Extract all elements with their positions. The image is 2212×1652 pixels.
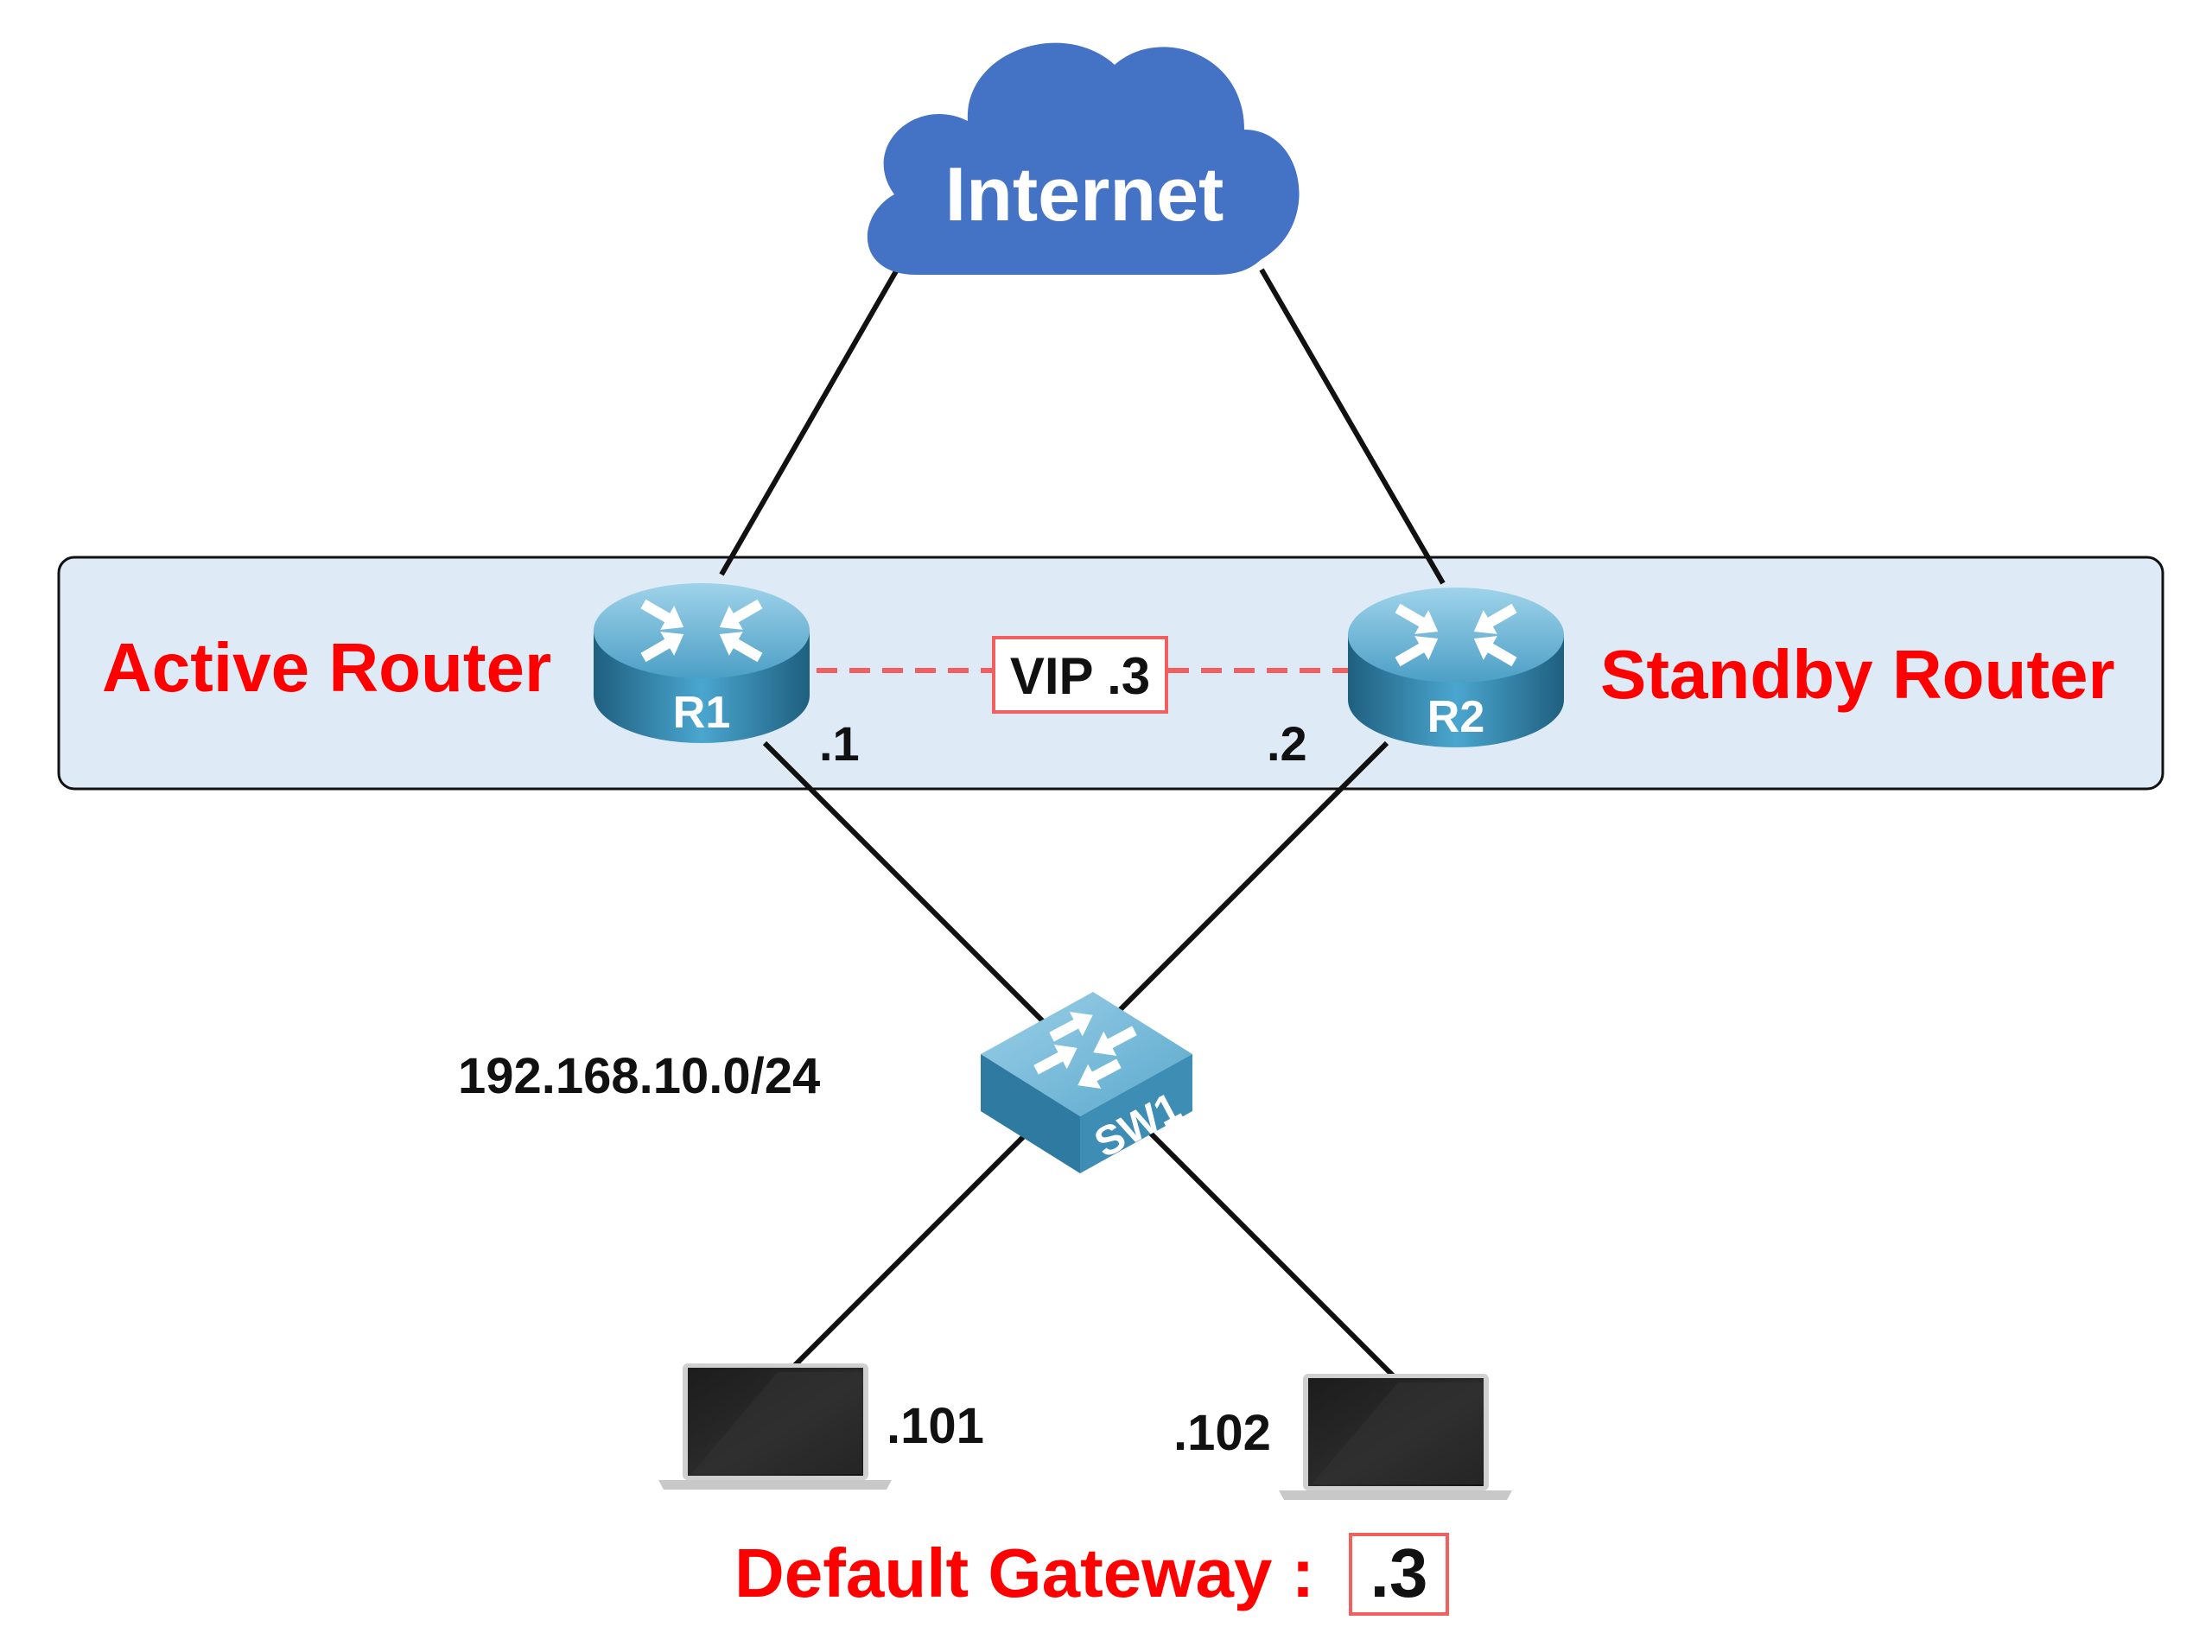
internet-cloud-icon: Internet	[867, 42, 1300, 276]
r2-ip-label: .2	[1267, 716, 1307, 771]
link-internet-r1	[719, 257, 906, 576]
host2-ip-label: .102	[1173, 1405, 1271, 1461]
link-r2-sw1	[1112, 740, 1389, 1018]
default-gateway-label: Default Gateway :	[734, 1534, 1314, 1611]
link-internet-r2	[1259, 268, 1446, 585]
router-r1-name: R1	[673, 688, 730, 738]
host1-ip-label: .101	[887, 1398, 984, 1454]
standby-router-label: Standby Router	[1600, 636, 2115, 713]
link-r1-sw1	[762, 740, 1052, 1031]
vip-box	[992, 636, 1168, 714]
router-r2-icon: R2	[1348, 588, 1564, 747]
gateway-value-box	[1349, 1533, 1449, 1616]
link-sw1-host2	[1147, 1129, 1398, 1381]
r1-ip-label: .1	[819, 716, 860, 771]
link-sw1-host1	[788, 1129, 1031, 1372]
internet-label: Internet	[945, 151, 1224, 237]
vip-label: VIP .3	[1010, 647, 1150, 705]
host1-laptop-icon	[658, 1363, 892, 1490]
subnet-label: 192.168.10.0/24	[458, 1048, 820, 1104]
router-r1-icon: R1	[594, 583, 810, 743]
host2-laptop-icon	[1279, 1374, 1512, 1500]
switch-sw1-icon: SW1	[981, 992, 1192, 1173]
router-r2-name: R2	[1427, 692, 1484, 742]
gateway-value: .3	[1370, 1534, 1428, 1611]
active-router-label: Active Router	[102, 629, 551, 706]
